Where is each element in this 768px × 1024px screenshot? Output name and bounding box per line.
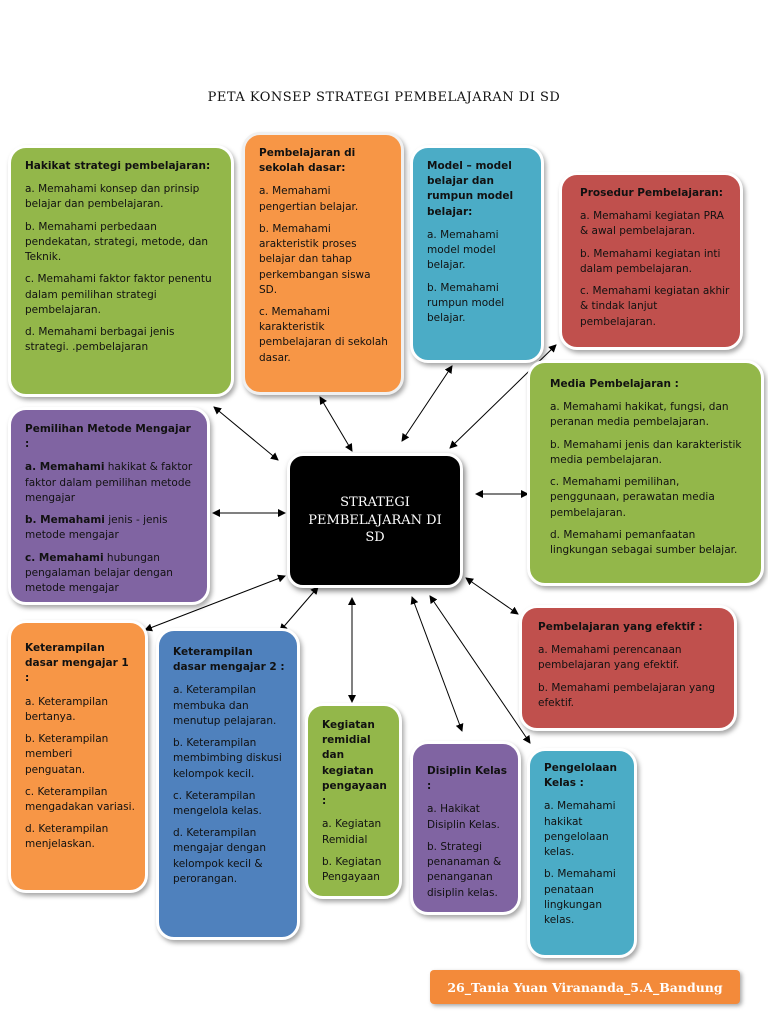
arrow-ket2 [279, 586, 319, 632]
box-item: a. Memahami hakikat, fungsi, dan peranan… [550, 401, 729, 429]
box-item: b. Keterampilan membimbing diskusi kelom… [173, 737, 282, 780]
box-keterampilan-dasar-1: Keterampilan dasar mengajar 1 : a. Ketera… [8, 620, 148, 893]
box-item: b. Memahami perbedaan pendekatan, strate… [25, 220, 209, 264]
box-item: c. Memahami kegiatan akhir & tindak lanj… [580, 285, 730, 328]
page-title: PETA KONSEP STRATEGI PEMBELAJARAN DI SD [207, 90, 561, 105]
box-heading: Keterampilan dasar mengajar 2 : [173, 646, 285, 674]
box-keterampilan-dasar-2: Keterampilan dasar mengajar 2 : a. Ketera… [156, 628, 300, 940]
arrow-pengelolaan [429, 595, 531, 744]
box-item: c. Memahami hubungan pengalaman belajar … [25, 551, 197, 597]
box-item: c. Keterampilan mengadakan variasi. [25, 785, 135, 813]
box-pengelolaan-kelas: Pengelolaan Kelas : a. Memahami hakikat p… [527, 748, 637, 958]
box-item-text: jenis - jenis metode mengajar [25, 514, 168, 542]
box-item: c. Memahami faktor faktor penentu dalam … [25, 273, 212, 316]
box-item: a. Keterampilan membuka dan menutup pela… [173, 684, 277, 727]
box-item: d. Keterampilan menjelaskan. [25, 823, 109, 851]
box-disiplin-kelas: Disiplin Kelas : a. Hakikat Disiplin Kela… [410, 741, 521, 915]
box-item: c. Keterampilan mengelola kelas. [173, 789, 262, 817]
arrow-sekolah [319, 396, 353, 452]
box-heading: Media Pembelajaran : [550, 378, 679, 390]
box-pemilihan-metode: Pemilihan Metode Mengajar : a. Memahami h… [8, 407, 210, 605]
box-heading: Kegiatan remidial dan kegiatan pengayaan… [322, 719, 387, 808]
box-pembelajaran-sekolah-dasar: Pembelajaran di sekolah dasar: a. Memaham… [242, 132, 404, 395]
box-item: b. Keterampilan memberi penguatan. [25, 733, 109, 776]
box-item: b. Memahami jenis - jenis metode mengaja… [25, 513, 197, 543]
box-item: a. Memahami konsep dan prinsip belajar d… [25, 183, 200, 211]
box-item: b. Memahami penataan lingkungan kelas. [544, 868, 616, 926]
footer-label: 26_Tania Yuan Virananda_5.A_Bandung [447, 979, 723, 995]
box-hakikat-strategi: Hakikat strategi pembelajaran: a. Memaham… [8, 145, 234, 397]
box-item: b. Memahami kegiatan inti dalam pembelaj… [580, 247, 721, 275]
box-pembelajaran-efektif: Pembelajaran yang efektif : a. Memahami p… [519, 605, 737, 731]
box-heading: Keterampilan dasar mengajar 1 : [25, 642, 129, 685]
box-prosedur-pembelajaran: Prosedur Pembelajaran: a. Memahami kegiat… [559, 172, 743, 350]
box-item: a. Memahami model model belajar. [427, 228, 499, 272]
box-item: d. Keterampilan mengajar dengan kelompok… [173, 827, 266, 885]
arrow-efektif [465, 577, 519, 615]
box-item: a. Hakikat Disiplin Kelas. [427, 803, 500, 831]
box-item: a. Memahami kegiatan PRA & awal pembelaj… [580, 210, 724, 238]
box-item-emphasis: a. Memahami [25, 461, 105, 474]
arrow-hakikat [213, 406, 279, 461]
box-kegiatan-remidial: Kegiatan remidial dan kegiatan pengayaan… [305, 703, 402, 899]
box-item: b. Memahami arakteristik proses belajar … [259, 222, 371, 296]
center-label: STRATEGI PEMBELAJARAN DI SD [308, 495, 442, 546]
box-heading: Pengelolaan Kelas : [544, 762, 617, 790]
box-item-text: hubungan pengalaman belajar dengan metod… [25, 551, 173, 594]
box-item-emphasis: c. Memahami [25, 551, 104, 564]
center-node: STRATEGI PEMBELAJARAN DI SD [287, 453, 463, 588]
box-item: b. Kegiatan Pengayaan [322, 855, 382, 883]
box-item: c. Memahami pemilihan, penggunaan, peraw… [550, 476, 715, 519]
arrow-ket1 [144, 574, 286, 632]
arrow-model [401, 365, 453, 442]
box-item: c. Memahami karakteristik pembelajaran d… [259, 305, 388, 364]
box-heading: Model – model belajar dan rumpun model b… [427, 160, 514, 218]
box-item: b. Memahami pembelajaran yang efektif. [538, 681, 715, 709]
box-item: a. Keterampilan bertanya. [25, 695, 109, 723]
box-item: d. Memahami pemanfaatan lingkungan sebag… [550, 528, 738, 556]
box-heading: Pemilihan Metode Mengajar : [25, 423, 191, 451]
box-item: b. Strategi penanaman & penanganan disip… [427, 840, 502, 899]
box-heading: Prosedur Pembelajaran: [580, 187, 723, 199]
box-item: d. Memahami berbagai jenis strategi. .pe… [25, 325, 175, 354]
box-item: b. Memahami rumpun model belajar. [427, 281, 505, 324]
box-item: a. Memahami perencanaan pembelajaran yan… [538, 644, 682, 672]
author-footer: 26_Tania Yuan Virananda_5.A_Bandung [430, 970, 740, 1004]
box-item-text: hakikat & faktor faktor dalam pemilihan … [25, 461, 193, 504]
box-item: a. Memahami hakikat & faktor faktor dala… [25, 460, 197, 506]
box-item: b. Memahami jenis dan karakteristik medi… [550, 438, 742, 466]
box-media-pembelajaran: Media Pembelajaran : a. Memahami hakikat,… [527, 360, 764, 586]
box-item: a. Kegiatan Remidial [322, 818, 382, 846]
box-heading: Hakikat strategi pembelajaran: [25, 160, 211, 172]
box-item: a. Memahami pengertian belajar. [259, 185, 359, 213]
box-model-belajar: Model – model belajar dan rumpun model b… [410, 145, 544, 363]
box-heading: Disiplin Kelas : [427, 765, 508, 793]
arrow-disiplin [410, 596, 464, 732]
box-item-emphasis: b. Memahami [25, 514, 105, 527]
box-item: a. Memahami hakikat pengelolaan kelas. [544, 800, 616, 859]
box-heading: Pembelajaran di sekolah dasar: [259, 147, 356, 175]
box-heading: Pembelajaran yang efektif : [538, 621, 703, 633]
